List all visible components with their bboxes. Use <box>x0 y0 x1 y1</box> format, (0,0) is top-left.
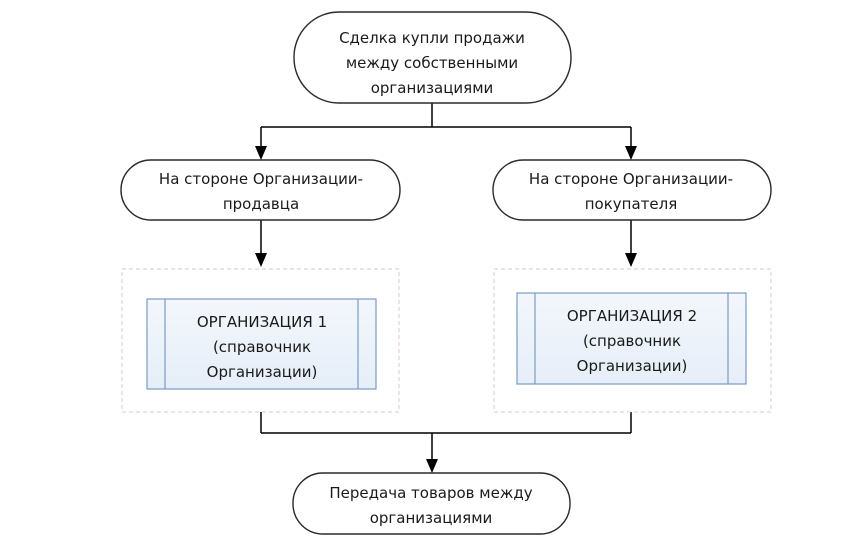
organization-1-line-3: Организации) <box>207 363 318 381</box>
arrow-head-left-org <box>255 253 267 267</box>
organization-2-title: ОРГАНИЗАЦИЯ 2 <box>567 307 697 325</box>
arrow-head-right-side <box>625 146 637 160</box>
seller-side-line-1: На стороне Организации- <box>159 170 363 188</box>
start-node-line-2: между собственными <box>346 54 518 72</box>
organization-1-title: ОРГАНИЗАЦИЯ 1 <box>197 313 327 331</box>
buyer-side-line-2: покупателя <box>585 195 678 213</box>
end-node-line-2: организациями <box>370 509 493 527</box>
arrow-head-right-org <box>625 253 637 267</box>
organization-2-box: ОРГАНИЗАЦИЯ 2 (справочник Организации) <box>516 292 747 385</box>
organization-1-group: ОРГАНИЗАЦИЯ 1 (справочник Организации) <box>121 268 400 413</box>
buyer-side-node: На стороне Организации- покупателя <box>492 159 772 221</box>
arrow-head-end <box>426 459 438 473</box>
start-node-line-1: Сделка купли продажи <box>339 29 525 47</box>
buyer-side-line-1: На стороне Организации- <box>529 170 733 188</box>
organization-2-group: ОРГАНИЗАЦИЯ 2 (справочник Организации) <box>493 268 772 413</box>
organization-1-box: ОРГАНИЗАЦИЯ 1 (справочник Организации) <box>146 298 377 390</box>
organization-1-line-2: (справочник <box>213 338 311 356</box>
organization-2-line-2: (справочник <box>583 332 681 350</box>
start-node: Сделка купли продажи между собственными … <box>293 11 572 104</box>
connectors <box>255 103 637 473</box>
arrow-head-left-side <box>255 146 267 160</box>
end-node-line-1: Передача товаров между <box>329 484 532 502</box>
start-node-line-3: организациями <box>371 79 494 97</box>
end-node: Передача товаров между организациями <box>292 472 571 535</box>
organization-2-line-3: Организации) <box>577 357 688 375</box>
seller-side-line-2: продавца <box>223 195 299 213</box>
seller-side-node: На стороне Организации- продавца <box>120 159 401 221</box>
